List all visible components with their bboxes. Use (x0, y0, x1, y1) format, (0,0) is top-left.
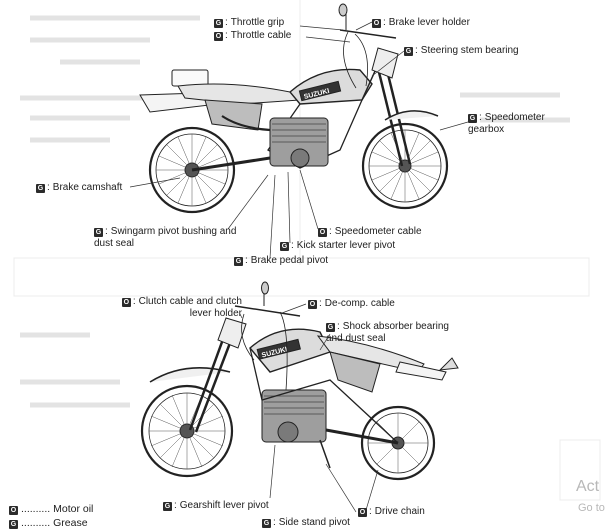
oil-icon: O (9, 506, 18, 515)
label-throttle-cable: O:Throttle cable (214, 30, 292, 41)
grease-icon: G (234, 257, 243, 266)
label-clutch-cable: O:Clutch cable and clutch lever holder (121, 296, 242, 319)
leader-lines (129, 21, 469, 513)
legend-grease: G.......... Grease (9, 517, 88, 529)
label-shock-absorber-bearing: G:Shock absorber bearing and dust seal (326, 321, 449, 344)
oil-icon: O (121, 298, 131, 307)
grease-icon: G (94, 228, 103, 237)
label-brake-lever-holder: O:Brake lever holder (372, 17, 470, 28)
oil-icon: O (358, 508, 367, 517)
label-speedometer-gearbox: G:Speedometer gearbox (468, 112, 545, 135)
activation-watermark-subtitle: Go to (578, 502, 605, 514)
label-kick-starter-lever-pivot: G:Kick starter lever pivot (280, 240, 396, 251)
grease-icon: G (163, 502, 172, 511)
grease-icon: G (262, 519, 271, 528)
activation-watermark-title: Act (576, 478, 600, 495)
label-speedometer-cable: O:Speedometer cable (318, 226, 422, 237)
grease-icon: G (404, 47, 413, 56)
oil-icon: O (318, 228, 327, 237)
legend-motor-oil: O.......... Motor oil (9, 503, 94, 515)
grease-icon: G (280, 242, 289, 251)
bottom-motorcycle-drawing: SUZUKI (140, 281, 459, 481)
oil-icon: O (214, 32, 223, 41)
label-decomp-cable: O:De-comp. cable (308, 298, 395, 309)
oil-icon: O (308, 300, 317, 309)
label-drive-chain: O:Drive chain (358, 506, 425, 517)
label-swingarm-pivot: G:Swingarm pivot bushing and dust seal (94, 226, 237, 249)
label-gearshift-lever-pivot: G:Gearshift lever pivot (163, 500, 269, 511)
label-brake-camshaft: G:Brake camshaft (36, 182, 123, 193)
grease-icon: G (36, 184, 45, 193)
grease-icon: G (9, 520, 18, 529)
oil-icon: O (372, 19, 381, 28)
label-throttle-grip: G:Throttle grip (214, 17, 285, 28)
label-steering-stem-bearing: G:Steering stem bearing (404, 45, 519, 56)
grease-icon: G (468, 114, 477, 123)
top-motorcycle-drawing: SUZUKI (139, 3, 449, 214)
grease-icon: G (326, 323, 335, 332)
grease-icon: G (214, 19, 223, 28)
label-brake-pedal-pivot: G:Brake pedal pivot (234, 255, 329, 266)
label-side-stand-pivot: G:Side stand pivot (262, 517, 350, 528)
